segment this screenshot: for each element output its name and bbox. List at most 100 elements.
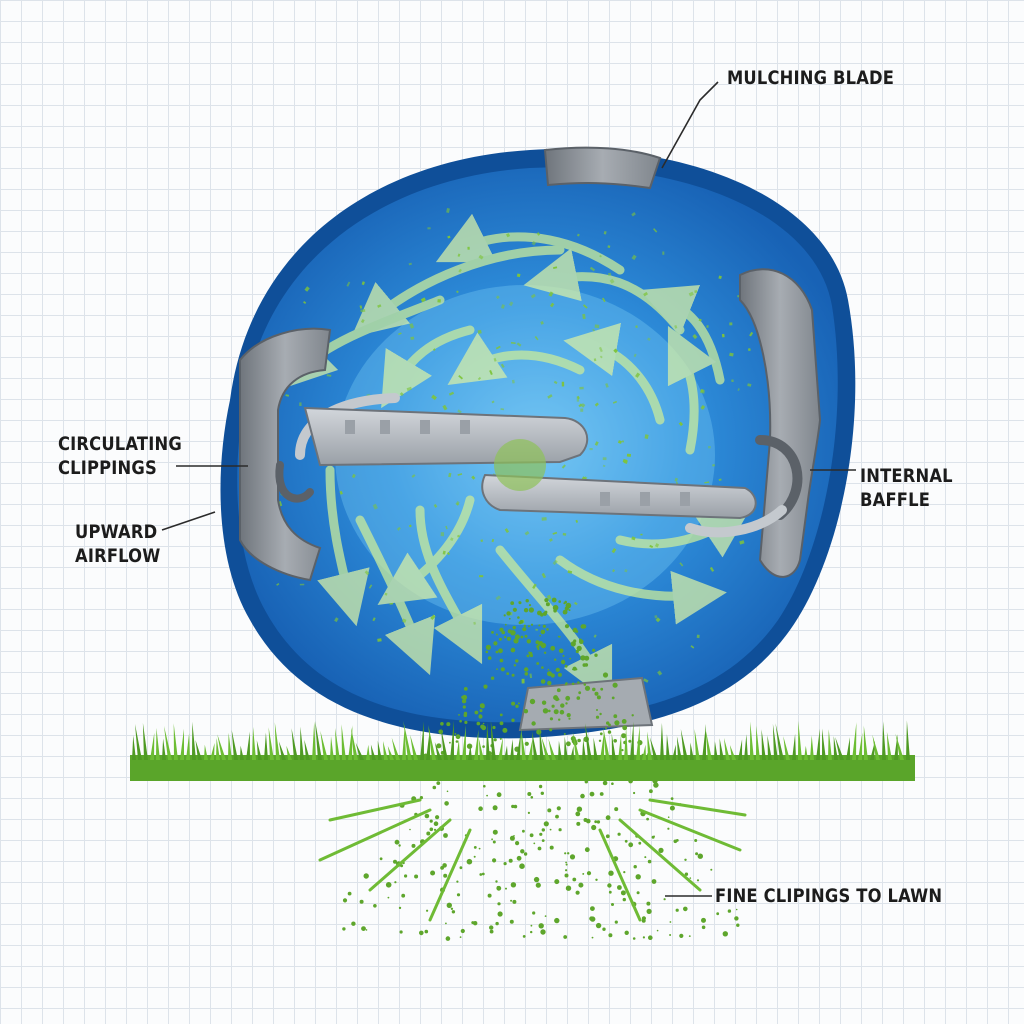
clipping-particle bbox=[368, 584, 373, 589]
falling-clipping bbox=[497, 902, 501, 906]
falling-clipping bbox=[701, 917, 706, 923]
falling-clipping bbox=[525, 599, 529, 603]
falling-clipping bbox=[536, 729, 542, 735]
clipping-particle bbox=[446, 552, 451, 556]
clipping-particle bbox=[709, 566, 715, 572]
grass-blade bbox=[618, 735, 622, 760]
falling-clipping bbox=[511, 701, 516, 706]
grass-blade bbox=[828, 729, 832, 760]
falling-clipping bbox=[555, 814, 559, 819]
clipping-particle bbox=[456, 534, 461, 538]
leader-upward-airflow bbox=[161, 511, 216, 531]
clipping-particle bbox=[457, 473, 463, 476]
grass-blade bbox=[895, 733, 904, 760]
clipping-particle bbox=[372, 503, 378, 510]
falling-clipping bbox=[694, 839, 698, 842]
falling-clipping bbox=[499, 721, 504, 726]
falling-clipping bbox=[446, 790, 449, 793]
falling-clipping bbox=[442, 863, 447, 868]
clipping-particle bbox=[692, 334, 698, 340]
grass-blade bbox=[564, 736, 568, 760]
falling-clipping bbox=[670, 797, 674, 800]
falling-clipping bbox=[496, 668, 498, 670]
clipping-particle bbox=[326, 374, 332, 377]
falling-clipping bbox=[581, 624, 587, 629]
falling-clipping bbox=[483, 784, 486, 788]
falling-clipping bbox=[481, 872, 485, 876]
grass-blade bbox=[142, 722, 148, 760]
falling-clipping bbox=[373, 904, 377, 908]
falling-clipping bbox=[564, 664, 568, 668]
falling-clipping bbox=[555, 667, 560, 672]
grass-blade bbox=[428, 725, 436, 760]
falling-clipping bbox=[564, 873, 569, 878]
falling-clipping bbox=[701, 925, 706, 930]
falling-clipping bbox=[644, 856, 647, 859]
falling-clipping bbox=[466, 858, 473, 865]
clipping-particle bbox=[372, 617, 376, 622]
falling-clipping bbox=[444, 801, 449, 806]
grass-blade bbox=[694, 729, 700, 760]
clipping-particle bbox=[739, 540, 745, 545]
falling-clipping bbox=[558, 718, 561, 721]
grass-blade bbox=[312, 721, 316, 760]
clipping-particle bbox=[700, 388, 704, 393]
falling-clipping bbox=[622, 725, 628, 731]
falling-clipping bbox=[445, 936, 451, 941]
clipping-particle bbox=[437, 299, 441, 303]
grass-blade bbox=[798, 721, 802, 760]
falling-clipping bbox=[419, 930, 424, 936]
falling-clipping bbox=[605, 815, 611, 821]
clipping-particle bbox=[442, 404, 448, 411]
falling-clipping bbox=[419, 796, 423, 800]
clipping-particle bbox=[299, 402, 302, 407]
clipping-particle bbox=[541, 517, 547, 521]
falling-clipping bbox=[580, 793, 585, 799]
falling-clipping bbox=[575, 811, 581, 817]
falling-clipping bbox=[547, 680, 552, 686]
falling-clipping bbox=[584, 847, 590, 853]
grass-blade bbox=[738, 739, 743, 760]
grass-blade bbox=[647, 731, 652, 760]
falling-clipping bbox=[455, 734, 461, 740]
falling-clipping bbox=[456, 880, 459, 883]
falling-clipping bbox=[584, 655, 590, 661]
grass-blade bbox=[744, 734, 748, 760]
falling-clipping bbox=[487, 656, 492, 660]
falling-clipping bbox=[658, 847, 664, 854]
falling-clipping bbox=[557, 698, 560, 701]
falling-clipping bbox=[522, 829, 525, 833]
falling-clipping bbox=[576, 821, 581, 826]
grass-blade bbox=[603, 727, 610, 760]
falling-clipping bbox=[507, 629, 512, 634]
falling-clipping bbox=[572, 668, 574, 671]
clipping-particle bbox=[747, 348, 751, 352]
falling-clipping bbox=[623, 871, 626, 874]
falling-clipping bbox=[414, 874, 419, 879]
grass-blade bbox=[816, 728, 820, 760]
falling-clipping bbox=[506, 672, 510, 675]
clipping-particle bbox=[457, 409, 462, 414]
falling-clipping bbox=[528, 651, 531, 654]
falling-clipping bbox=[535, 882, 541, 888]
falling-clipping bbox=[482, 745, 485, 748]
clipping-particle bbox=[624, 569, 628, 573]
clipping-particle bbox=[445, 525, 448, 530]
clipping-particle bbox=[578, 403, 583, 408]
clipping-particle bbox=[706, 325, 709, 328]
falling-clipping bbox=[478, 847, 481, 850]
falling-clipping bbox=[429, 827, 434, 832]
clipping-particle bbox=[729, 322, 733, 326]
falling-clipping bbox=[462, 694, 468, 700]
falling-clipping bbox=[351, 921, 356, 926]
clipping-particle bbox=[377, 638, 382, 642]
clipping-particle bbox=[562, 532, 567, 536]
falling-clipping bbox=[716, 912, 720, 916]
falling-clipping bbox=[361, 926, 366, 931]
clipping-particle bbox=[458, 268, 462, 273]
falling-clipping bbox=[454, 733, 457, 735]
falling-clipping bbox=[498, 637, 502, 641]
grass-blade bbox=[539, 728, 544, 760]
grass-blade bbox=[348, 725, 353, 760]
